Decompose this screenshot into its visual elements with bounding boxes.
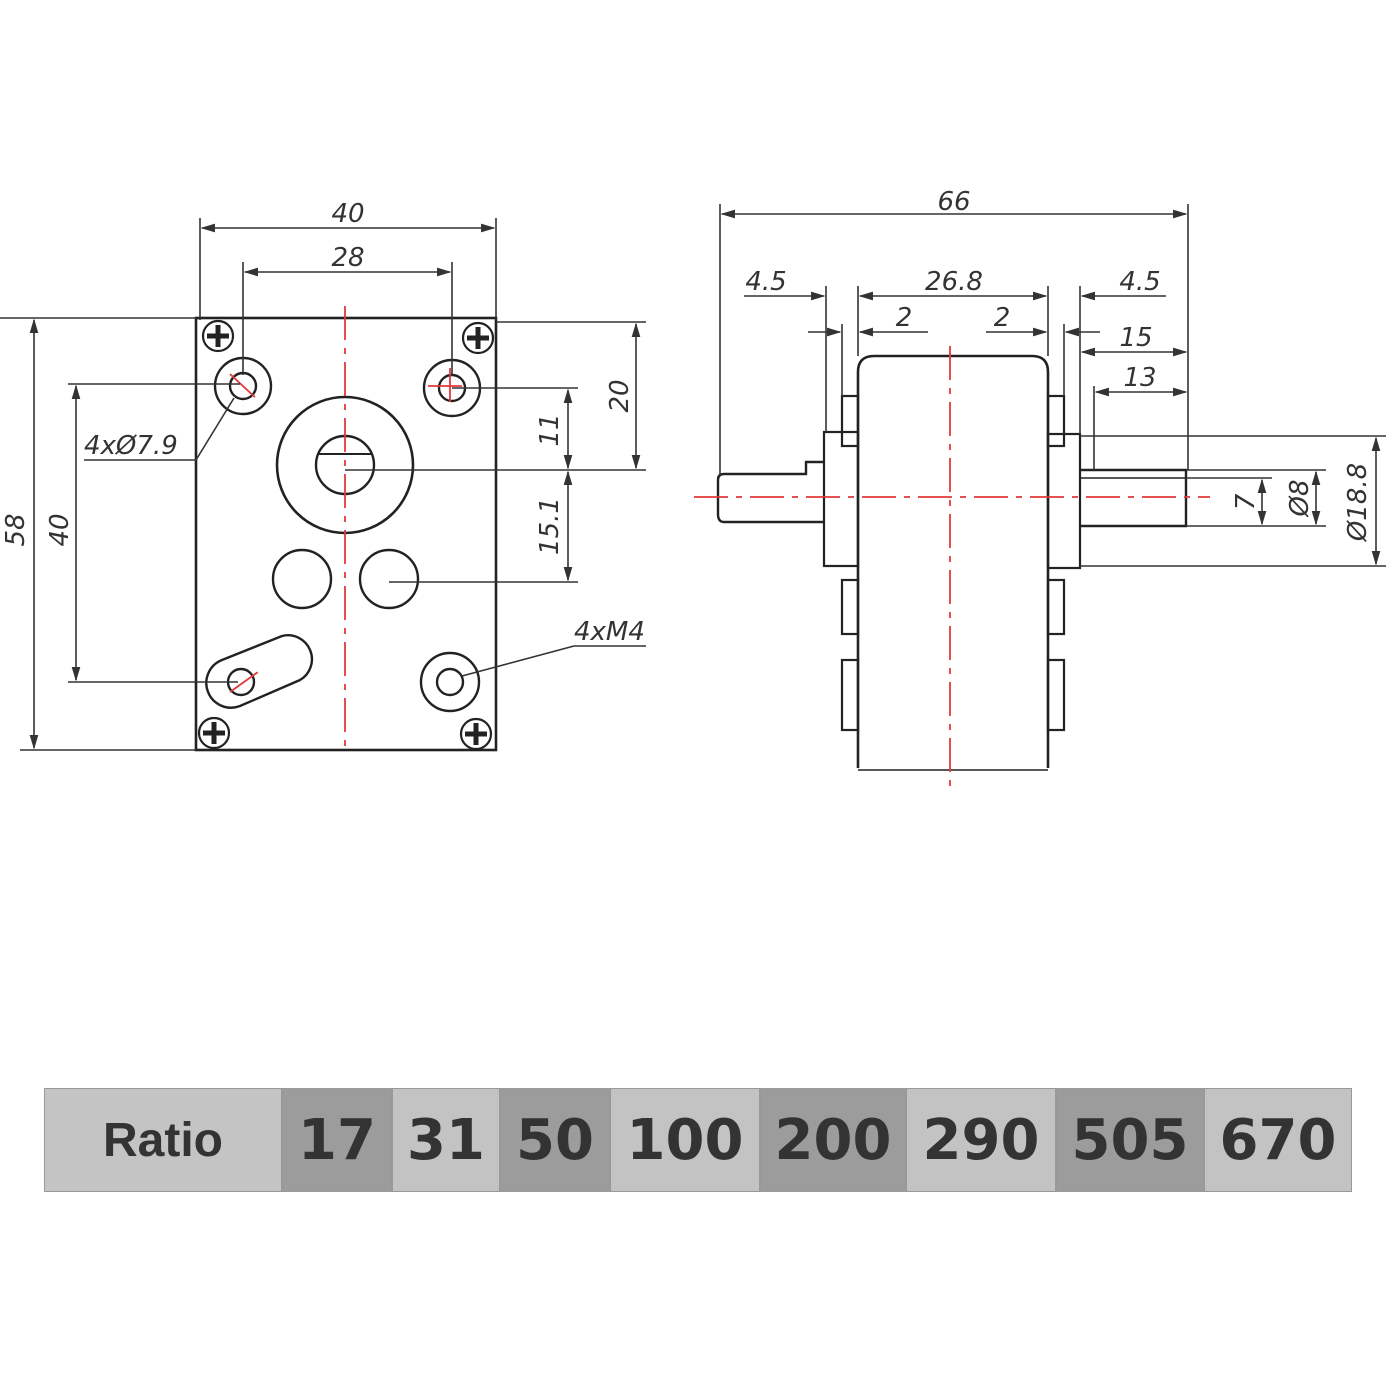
dim-hole-spacing-x: 28 [331, 243, 364, 273]
left-flange-tab [840, 578, 860, 636]
dim-body-depth: 26.8 [925, 267, 983, 297]
left-boss [822, 430, 860, 568]
ratio-cell: 670 [1204, 1088, 1352, 1192]
corner-screw [459, 717, 493, 751]
dim-right-flange: 4.5 [1119, 267, 1160, 297]
right-flange-tab [1046, 658, 1066, 732]
dim-flat-length: 13 [1123, 363, 1156, 393]
ratio-cell: 505 [1056, 1088, 1204, 1192]
dim-width: 40 [331, 199, 364, 229]
technical-drawing: 40 28 58 40 4xØ7.9 4xM4 20 11 [0, 187, 1386, 790]
label-mount-holes: 4xØ7.9 [84, 431, 178, 461]
dim-hole-to-shaft: 11 [535, 413, 565, 446]
gear-hole [271, 548, 333, 610]
housing-body [856, 354, 1050, 768]
dim-height: 58 [1, 513, 31, 546]
dim-flat-height: 7 [1231, 493, 1261, 510]
corner-screw [197, 716, 231, 750]
left-shaft [716, 460, 824, 524]
corner-screw [201, 319, 235, 353]
ratio-header: Ratio [44, 1088, 282, 1192]
dim-left-step: 2 [896, 303, 913, 333]
front-view: 40 28 58 40 4xØ7.9 4xM4 20 11 [0, 199, 646, 752]
left-flange-tab [840, 658, 860, 732]
right-boss [1046, 432, 1082, 570]
dim-overall-length: 66 [937, 187, 970, 217]
left-flange-tab [840, 394, 860, 448]
threaded-hole [419, 651, 481, 713]
dim-right-step: 2 [994, 303, 1011, 333]
right-shaft [1080, 468, 1188, 528]
dim-shaft-diameter: Ø8 [1285, 479, 1315, 517]
housing-outline [194, 316, 498, 752]
right-flange-tab [1046, 578, 1066, 636]
ratio-cell: 290 [906, 1088, 1056, 1192]
ratio-cell: 17 [282, 1088, 392, 1192]
label-threaded-holes: 4xM4 [574, 617, 645, 647]
dim-shaft-to-lower: 15.1 [535, 497, 565, 555]
right-flange-tab [1046, 394, 1066, 448]
dim-top-to-shaft: 20 [605, 379, 635, 412]
ratio-cell: 31 [392, 1088, 500, 1192]
side-view: 66 4.5 26.8 4.5 2 2 15 13 7 [694, 187, 1386, 790]
dim-left-flange: 4.5 [745, 267, 786, 297]
gear-hole [358, 548, 420, 610]
ratio-cell: 100 [610, 1088, 760, 1192]
ratio-cell: 50 [500, 1088, 610, 1192]
dim-hole-spacing-y: 40 [45, 513, 75, 546]
ratio-cell: 200 [760, 1088, 906, 1192]
dim-boss-diameter: Ø18.8 [1343, 463, 1373, 542]
corner-screw [461, 321, 495, 355]
ratio-table: Ratio 17 31 50 100 200 290 505 670 [44, 1088, 1352, 1192]
dim-shaft-length: 15 [1119, 323, 1152, 353]
slotted-hole [205, 634, 314, 709]
